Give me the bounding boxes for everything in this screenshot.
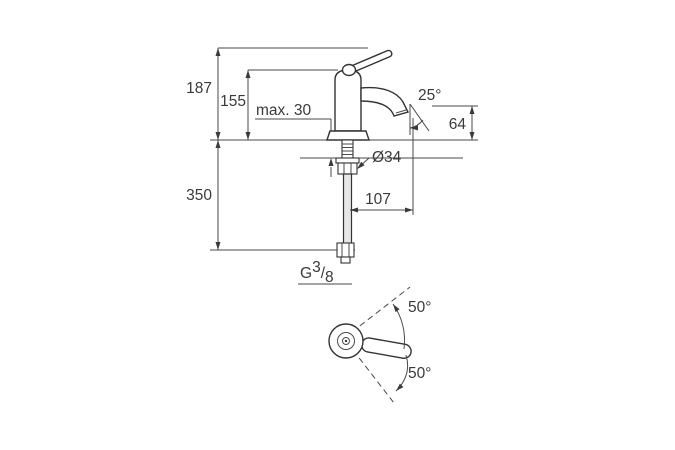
swing-upper-arrow: [393, 304, 400, 313]
dim-107-arrow-left: [350, 207, 358, 213]
dim-155-arrow-top: [245, 70, 251, 78]
dim-350-label: 350: [186, 187, 212, 204]
dim-64-label: 64: [449, 116, 467, 133]
mounting-washer: [335, 157, 360, 164]
hose-fitting-tip: [340, 256, 351, 264]
faucet-aerator-line: [395, 109, 407, 114]
dim-187-arrow-bottom: [215, 132, 221, 140]
flex-hose: [342, 173, 353, 245]
front-view: 187 155 max. 30 350 64 2: [186, 47, 478, 286]
faucet-base: [326, 130, 370, 141]
swing-lower-arrow: [396, 383, 404, 391]
faucet-lever-boss: [341, 63, 357, 77]
angle-50-lower-label: 50°: [408, 365, 431, 382]
angle-25-arrow: [410, 125, 418, 131]
dia-34-arrow: [357, 161, 365, 169]
dim-64-arrow-bottom: [469, 132, 475, 140]
mounting-nut: [337, 162, 358, 175]
dim-187-label: 187: [186, 80, 212, 97]
top-view: 50° 50°: [328, 286, 431, 404]
handle-top-view-center-dot: [344, 339, 348, 343]
hose-fitting-nut: [336, 242, 355, 258]
angle-25-slope-line: [409, 103, 430, 132]
faucet-spout: [360, 86, 410, 117]
swing-lower-dashed-line: [352, 349, 395, 404]
mounting-nut-flats: [343, 163, 352, 174]
handle-top-view-inner-ring: [337, 332, 355, 350]
dim-max30-arrow-bottom: [328, 158, 334, 166]
swing-upper-dashed-line: [351, 286, 411, 333]
handle-top-view-hub: [342, 337, 350, 345]
dim-max30-label: max. 30: [256, 102, 312, 119]
dim-107-label: 107: [365, 191, 391, 208]
hose-fitting-flats: [341, 243, 350, 257]
dim-350-arrow-bottom: [215, 242, 221, 250]
faucet-body: [334, 69, 362, 132]
dia-34-label: Ø34: [372, 149, 402, 166]
dim-187-arrow-top: [215, 48, 221, 56]
dim-350-arrow-top: [215, 140, 221, 148]
angle-25-label: 25°: [418, 87, 441, 104]
angle-50-upper-label: 50°: [408, 299, 431, 316]
dim-155-arrow-bottom: [245, 132, 251, 140]
dim-64-arrow-top: [469, 106, 475, 114]
dim-107-arrow-right: [405, 207, 413, 213]
dim-155-label: 155: [220, 93, 246, 110]
thread-g38-label: G3/8: [300, 259, 334, 286]
